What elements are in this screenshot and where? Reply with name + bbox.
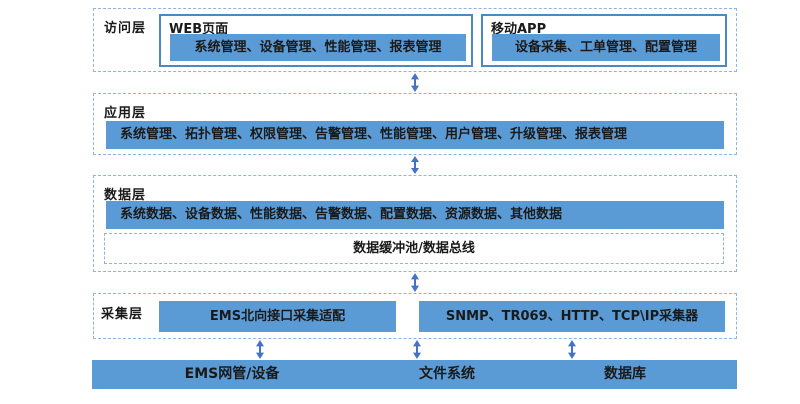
data-layer-container: 数据层 系统数据、设备数据、性能数据、告警数据、配置数据、资源数据、其他数据 数… [93, 175, 737, 272]
double-arrow-icon [254, 340, 266, 359]
mobile-app-title: 移动APP [491, 22, 547, 37]
access-layer-label: 访问层 [104, 21, 147, 36]
web-page-modules: 系统管理、设备管理、性能管理、报表管理 [170, 34, 466, 61]
collection-layer-container: 采集层 EMS北向接口采集适配 SNMP、TR069、HTTP、TCP\IP采集… [93, 293, 737, 339]
data-sets-bar: 系统数据、设备数据、性能数据、告警数据、配置数据、资源数据、其他数据 [106, 201, 724, 229]
ems-adapter-box: EMS北向接口采集适配 [159, 301, 396, 332]
mobile-app-modules: 设备采集、工单管理、配置管理 [492, 34, 720, 61]
application-layer-label: 应用层 [104, 106, 147, 121]
resource-bar: EMS网管/设备 文件系统 数据库 [92, 360, 737, 389]
web-page-title: WEB页面 [169, 22, 229, 37]
resource-file-system: 文件系统 [419, 366, 475, 382]
access-layer-container: 访问层 WEB页面 系统管理、设备管理、性能管理、报表管理 移动APP 设备采集… [93, 8, 737, 72]
resource-ems-devices: EMS网管/设备 [184, 366, 280, 382]
application-modules-bar: 系统管理、拓扑管理、权限管理、告警管理、性能管理、用户管理、升级管理、报表管理 [106, 121, 724, 149]
web-page-box: WEB页面 系统管理、设备管理、性能管理、报表管理 [159, 14, 473, 67]
resource-database: 数据库 [604, 366, 646, 382]
double-arrow-icon [409, 73, 421, 92]
data-layer-label: 数据层 [104, 188, 147, 203]
mobile-app-box: 移动APP 设备采集、工单管理、配置管理 [481, 14, 727, 67]
data-bus-box: 数据缓冲池/数据总线 [104, 233, 724, 264]
protocol-collectors-box: SNMP、TR069、HTTP、TCP\IP采集器 [419, 301, 725, 332]
double-arrow-icon [411, 340, 423, 359]
collection-layer-label: 采集层 [101, 307, 144, 322]
double-arrow-icon [409, 156, 421, 174]
double-arrow-icon [566, 340, 578, 359]
application-layer-container: 应用层 系统管理、拓扑管理、权限管理、告警管理、性能管理、用户管理、升级管理、报… [93, 93, 737, 155]
double-arrow-icon [409, 273, 421, 292]
